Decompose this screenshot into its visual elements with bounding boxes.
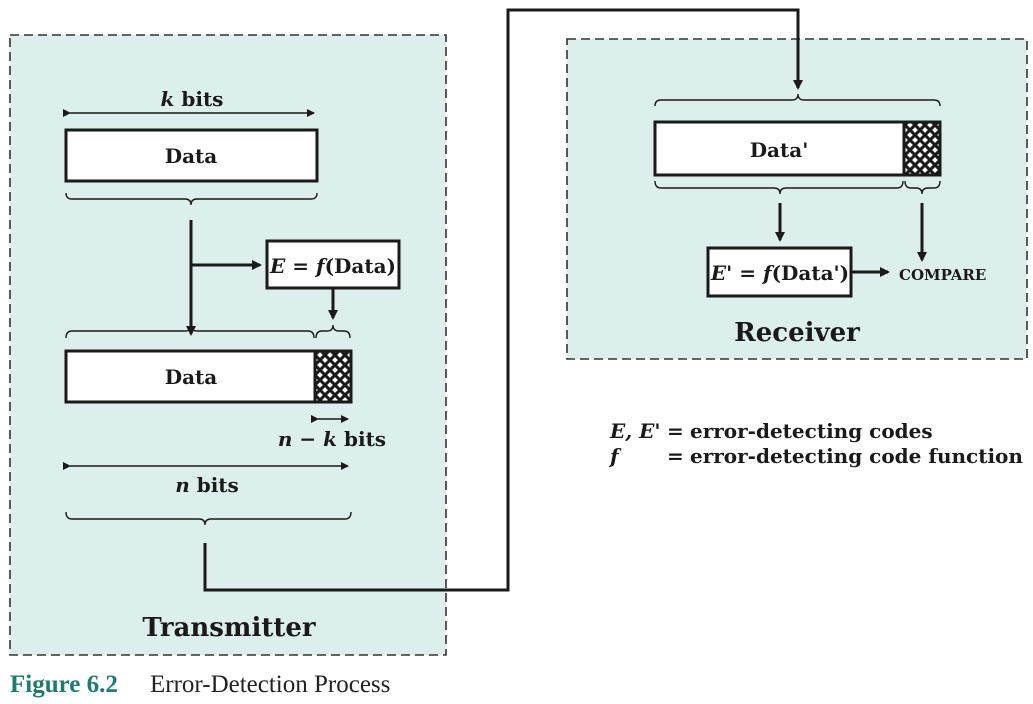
receiver-code-hatch [902, 120, 942, 177]
compare-label: COMPARE [899, 266, 986, 284]
transmitter-function-label: E = f(Data) [269, 254, 396, 278]
output-data-brace [65, 324, 315, 339]
output-code-brace [315, 324, 351, 339]
legend-row1-eq: = [667, 419, 684, 443]
receiver-data-brace [654, 180, 904, 195]
receiver-function-label: E' = f(Data') [710, 261, 849, 285]
receiver-panel [566, 38, 1028, 360]
transmitter-title: Transmitter [142, 613, 315, 643]
legend-row2-eq: = [667, 444, 684, 468]
transmitter-output-data-label: Data [165, 365, 218, 389]
figure-title: Error-Detection Process [150, 671, 390, 698]
data-brace [65, 192, 318, 206]
transmitter-data-label: Data [165, 144, 218, 168]
n-bits-label: n bits [175, 473, 239, 497]
figure-number: Figure 6.2 [10, 671, 118, 698]
n-bits-brace [65, 511, 352, 526]
receiver-title: Receiver [734, 318, 860, 348]
transmission-line [203, 8, 803, 592]
k-bits-label: k bits [161, 87, 224, 111]
receiver-data-label: Data' [750, 138, 809, 162]
receiver-data-block [653, 120, 942, 177]
legend-row2-symbol: f [608, 444, 622, 468]
receiver-input-brace [654, 93, 941, 107]
transmitter-code-hatch [313, 349, 353, 404]
legend-row2-text: error-detecting code function [690, 444, 1023, 468]
legend-row1-text: error-detecting codes [690, 419, 933, 443]
transmitter-function-box [265, 239, 401, 290]
receiver-code-brace [904, 180, 941, 195]
nk-bits-label: n − k bits [278, 427, 386, 451]
transmitter-data-block [64, 128, 319, 183]
transmitter-panel [9, 34, 447, 656]
legend-row1-symbols: E, E' [609, 419, 661, 443]
